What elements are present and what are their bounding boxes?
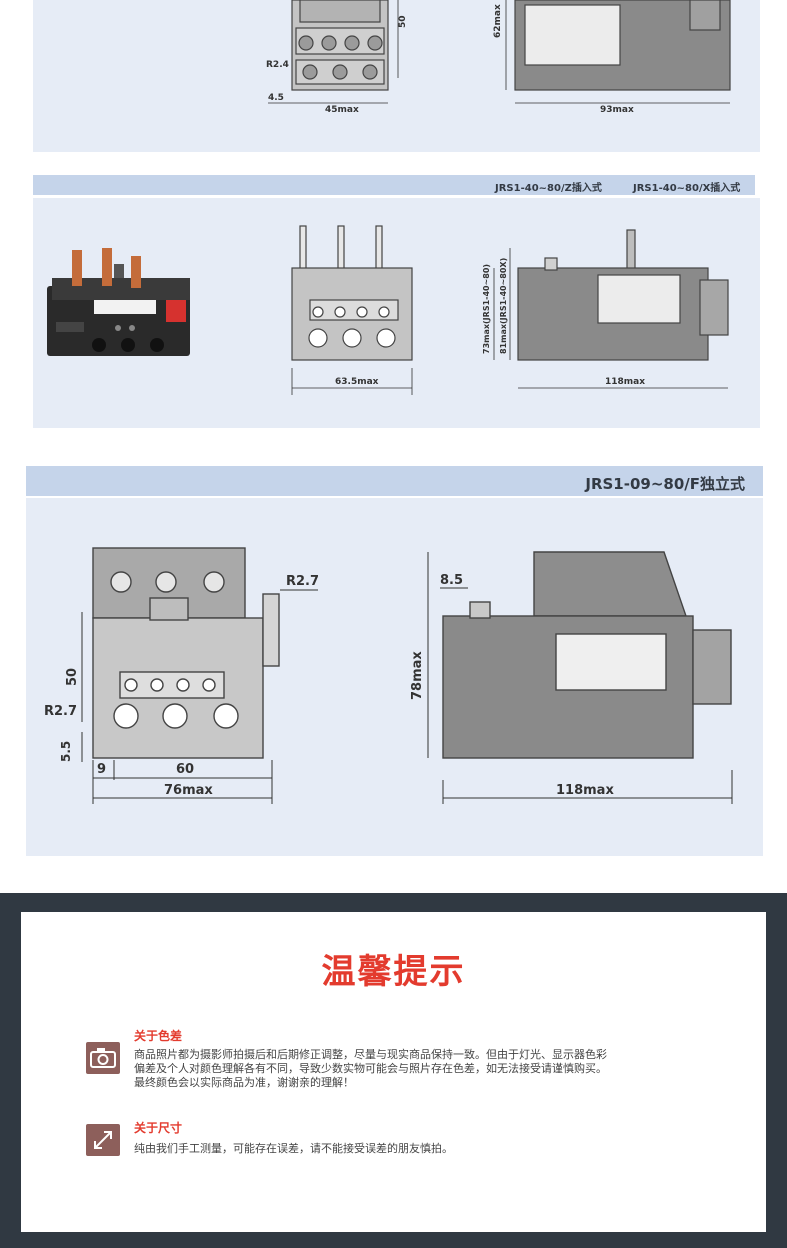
section2-front-view xyxy=(291,225,413,361)
notice-title: 温馨提示 xyxy=(321,952,466,992)
dim-118max: 118max xyxy=(556,783,614,798)
section3-drawings: R2.7 50 R2.7 5.5 9 60 76max 8.5 78max 11… xyxy=(44,547,733,804)
dim-118max-small: 118max xyxy=(605,377,645,387)
notice-card: 温馨提示 关于色差 商品照片都为摄影师拍摄后和后期修正调整，尽量与现实商品保持一… xyxy=(21,912,766,1232)
dim-60: 60 xyxy=(176,762,194,777)
dim-78max: 78max xyxy=(410,651,425,700)
section2-side-view xyxy=(517,229,729,361)
section3-front-view xyxy=(92,547,280,759)
section1-side-view xyxy=(514,0,731,91)
dim-63-5max: 63.5max xyxy=(335,377,379,387)
section3-side-view xyxy=(442,551,732,759)
dim-r27-front-left: R2.7 xyxy=(44,704,77,719)
dim-81max: 81max(JRS1-40~80X) xyxy=(499,258,508,354)
dim-8-5: 8.5 xyxy=(440,573,463,588)
dim-50: 50 xyxy=(65,668,80,686)
section2-title-right: JRS1-40~80/X插入式 xyxy=(633,183,741,194)
size-tip-body: 纯由我们手工测量，可能存在误差，请不能接受误差的朋友慎拍。 xyxy=(134,1142,453,1155)
dim-45max: 45max xyxy=(325,105,359,115)
dim-50-top: 50 xyxy=(398,15,408,28)
section3-title-band: JRS1-09~80/F独立式 xyxy=(26,466,763,496)
section1-drawings: R2.4 4.5 50 45max 62max 93max xyxy=(266,0,731,115)
section2-title-left: JRS1-40~80/Z插入式 xyxy=(495,183,602,194)
color-tip-line-3: 最终颜色会以实际商品为准，谢谢亲的理解！ xyxy=(134,1076,354,1089)
color-tip-line-1: 商品照片都为摄影师拍摄后和后期修正调整，尽量与现实商品保持一致。但由于灯光、显示… xyxy=(134,1048,607,1061)
color-tip-body: 商品照片都为摄影师拍摄后和后期修正调整，尽量与现实商品保持一致。但由于灯光、显示… xyxy=(134,1048,704,1090)
color-tip-heading: 关于色差 xyxy=(134,1029,183,1043)
product-photo xyxy=(47,248,190,356)
size-tip-heading: 关于尺寸 xyxy=(134,1121,183,1135)
dim-73max: 73max(JRS1-40~80) xyxy=(482,264,491,354)
section2-title-band: JRS1-40~80/Z插入式 JRS1-40~80/X插入式 xyxy=(33,175,755,195)
section2-drawings: 63.5max 73max(JRS1-40~80) 81max(JRS1-40~… xyxy=(47,225,729,395)
color-tip-line-2: 偏差及个人对颜色理解各有不同，导致少数实物可能会与照片存在色差，如无法接受请谨慎… xyxy=(134,1062,607,1075)
camera-icon xyxy=(86,1042,120,1074)
dim-93max: 93max xyxy=(600,105,634,115)
dim-62max: 62max xyxy=(493,4,503,38)
dim-r24: R2.4 xyxy=(266,60,289,70)
section1-front-view xyxy=(291,0,389,91)
dim-5-5: 5.5 xyxy=(59,741,73,762)
dim-76max: 76max xyxy=(164,783,213,798)
dim-9: 9 xyxy=(97,762,106,777)
section3-title: JRS1-09~80/F独立式 xyxy=(585,475,745,493)
resize-arrow-icon xyxy=(86,1124,120,1156)
dim-4-5: 4.5 xyxy=(268,93,284,103)
dim-r27-front-right: R2.7 xyxy=(286,574,319,589)
